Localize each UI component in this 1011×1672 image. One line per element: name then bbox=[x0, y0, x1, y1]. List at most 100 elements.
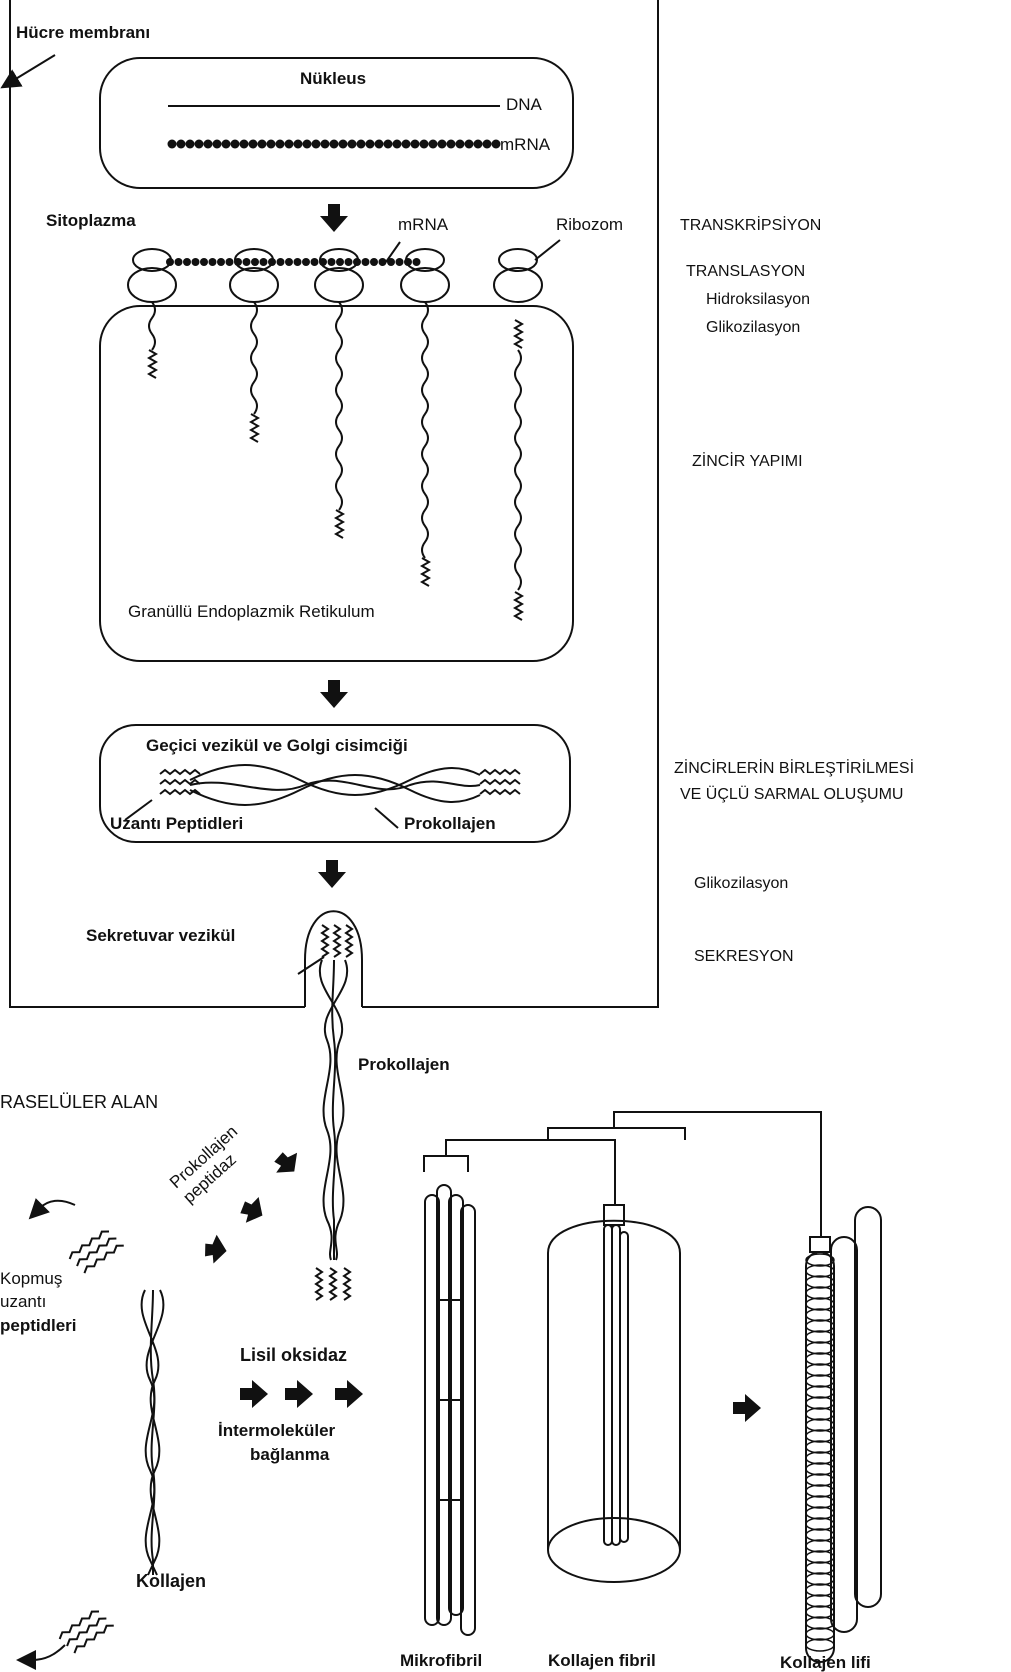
fiber-segment bbox=[806, 1474, 834, 1486]
fiber-segment bbox=[806, 1386, 834, 1398]
mrna-bead bbox=[213, 140, 222, 149]
mrna-bead bbox=[258, 140, 267, 149]
mrna-bead bbox=[222, 140, 231, 149]
flow-arrows bbox=[199, 204, 761, 1422]
collagen-fibril-label: Kollajen fibril bbox=[548, 1652, 656, 1669]
mrna-bead bbox=[195, 140, 204, 149]
intermolecular-label: İntermoleküler bbox=[218, 1422, 335, 1439]
extension-peptides-label: Uzantı Peptidleri bbox=[110, 815, 243, 832]
mrna-bead bbox=[267, 140, 276, 149]
fiber-segment bbox=[806, 1562, 834, 1574]
mrna-bead bbox=[396, 258, 404, 266]
mrna-bead bbox=[285, 258, 293, 266]
mrna-bead bbox=[328, 258, 336, 266]
mrna-bead bbox=[429, 140, 438, 149]
mrna-bead bbox=[204, 140, 213, 149]
stage-secretion: SEKRESYON bbox=[694, 949, 794, 965]
fiber-segment bbox=[806, 1353, 834, 1365]
mrna-bead bbox=[362, 258, 370, 266]
stage-chain-synthesis: ZİNCİR YAPIMI bbox=[692, 454, 803, 470]
mrna-bead bbox=[456, 140, 465, 149]
fiber-segment bbox=[806, 1320, 834, 1332]
mrna-bead bbox=[411, 140, 420, 149]
mrna-bead bbox=[353, 258, 361, 266]
fiber-segment bbox=[806, 1529, 834, 1541]
fiber-segment bbox=[806, 1441, 834, 1453]
fiber-segment bbox=[806, 1463, 834, 1475]
stage-glycosylation-1: Glikozilasyon bbox=[706, 320, 800, 336]
fiber-segment bbox=[806, 1408, 834, 1420]
cell-membrane bbox=[10, 0, 658, 1007]
mrna-bead bbox=[177, 140, 186, 149]
nucleus-label: Nükleus bbox=[300, 70, 366, 87]
collagen-fibril-drawing bbox=[548, 1221, 680, 1582]
mrna-label: mRNA bbox=[398, 216, 448, 233]
mrna-bead bbox=[465, 140, 474, 149]
mrna-bead bbox=[321, 140, 330, 149]
dna-label: DNA bbox=[506, 96, 542, 113]
mrna-bead bbox=[474, 140, 483, 149]
secreted-procollagen-label: Prokollajen bbox=[358, 1056, 450, 1073]
crosslinking-label: bağlanma bbox=[250, 1446, 329, 1463]
fiber-segment bbox=[806, 1254, 834, 1266]
mrna-bead bbox=[447, 140, 456, 149]
mrna-bead bbox=[243, 258, 251, 266]
mrna-bead bbox=[483, 140, 492, 149]
mrna-bead bbox=[438, 140, 447, 149]
cleaved-peptides-label-2: uzantı bbox=[0, 1293, 46, 1310]
mrna-bead bbox=[379, 258, 387, 266]
mrna-bead bbox=[276, 140, 285, 149]
microfibril-label: Mikrofibril bbox=[400, 1652, 482, 1669]
lysyl-oxidase-label: Lisil oksidaz bbox=[240, 1346, 347, 1364]
stage-hydroxylation: Hidroksilasyon bbox=[706, 292, 810, 308]
mrna-bead bbox=[240, 140, 249, 149]
microfibril-drawing bbox=[425, 1185, 475, 1635]
collagen-fiber-drawing bbox=[806, 1207, 881, 1662]
mrna-bead bbox=[348, 140, 357, 149]
collagen-fiber-label: Kollajen lifi bbox=[780, 1654, 871, 1671]
mrna-bead bbox=[336, 258, 344, 266]
mrna-bead bbox=[217, 258, 225, 266]
mrna-bead bbox=[285, 140, 294, 149]
cytoplasm-label: Sitoplazma bbox=[46, 212, 136, 229]
mrna-bead bbox=[330, 140, 339, 149]
mrna-bead bbox=[402, 140, 411, 149]
fiber-segment bbox=[806, 1606, 834, 1618]
fiber-segment bbox=[806, 1342, 834, 1354]
mrna-bead bbox=[260, 258, 268, 266]
rough-er-label: Granüllü Endoplazmik Retikulum bbox=[128, 603, 375, 620]
mrna-bead bbox=[234, 258, 242, 266]
mrna-bead bbox=[166, 258, 174, 266]
mrna-bead bbox=[366, 140, 375, 149]
mrna-bead bbox=[277, 258, 285, 266]
mrna-bead bbox=[268, 258, 276, 266]
fiber-segment bbox=[806, 1639, 834, 1651]
cleaved-peptides-label-3: peptidleri bbox=[0, 1317, 77, 1334]
mrna-bead bbox=[357, 140, 366, 149]
collagen-label: Kollajen bbox=[136, 1572, 206, 1590]
fiber-segment bbox=[806, 1364, 834, 1376]
mrna-bead bbox=[200, 258, 208, 266]
mrna-bead bbox=[175, 258, 183, 266]
fiber-segment bbox=[806, 1419, 834, 1431]
mrna-bead bbox=[375, 140, 384, 149]
fiber-segment bbox=[806, 1331, 834, 1343]
mrna-bead bbox=[319, 258, 327, 266]
mrna-bead bbox=[312, 140, 321, 149]
stage-assembly-1: ZİNCİRLERİN BİRLEŞTİRİLMESİ bbox=[674, 761, 914, 777]
secretory-vesicle-label: Sekretuvar vezikül bbox=[86, 927, 235, 944]
mrna-bead bbox=[413, 258, 421, 266]
ribosome-label: Ribozom bbox=[556, 216, 623, 233]
cleaved-peptides-label-1: Kopmuş bbox=[0, 1270, 62, 1287]
mrna-bead bbox=[226, 258, 234, 266]
nucleus-mrna-label: mRNA bbox=[500, 136, 550, 153]
fiber-segment bbox=[806, 1452, 834, 1464]
mrna-bead bbox=[302, 258, 310, 266]
mrna-bead bbox=[209, 258, 217, 266]
mrna-bead bbox=[404, 258, 412, 266]
mrna-bead bbox=[393, 140, 402, 149]
mrna-bead bbox=[387, 258, 395, 266]
fiber-segment bbox=[806, 1375, 834, 1387]
mrna-bead bbox=[420, 140, 429, 149]
mrna-bead bbox=[192, 258, 200, 266]
